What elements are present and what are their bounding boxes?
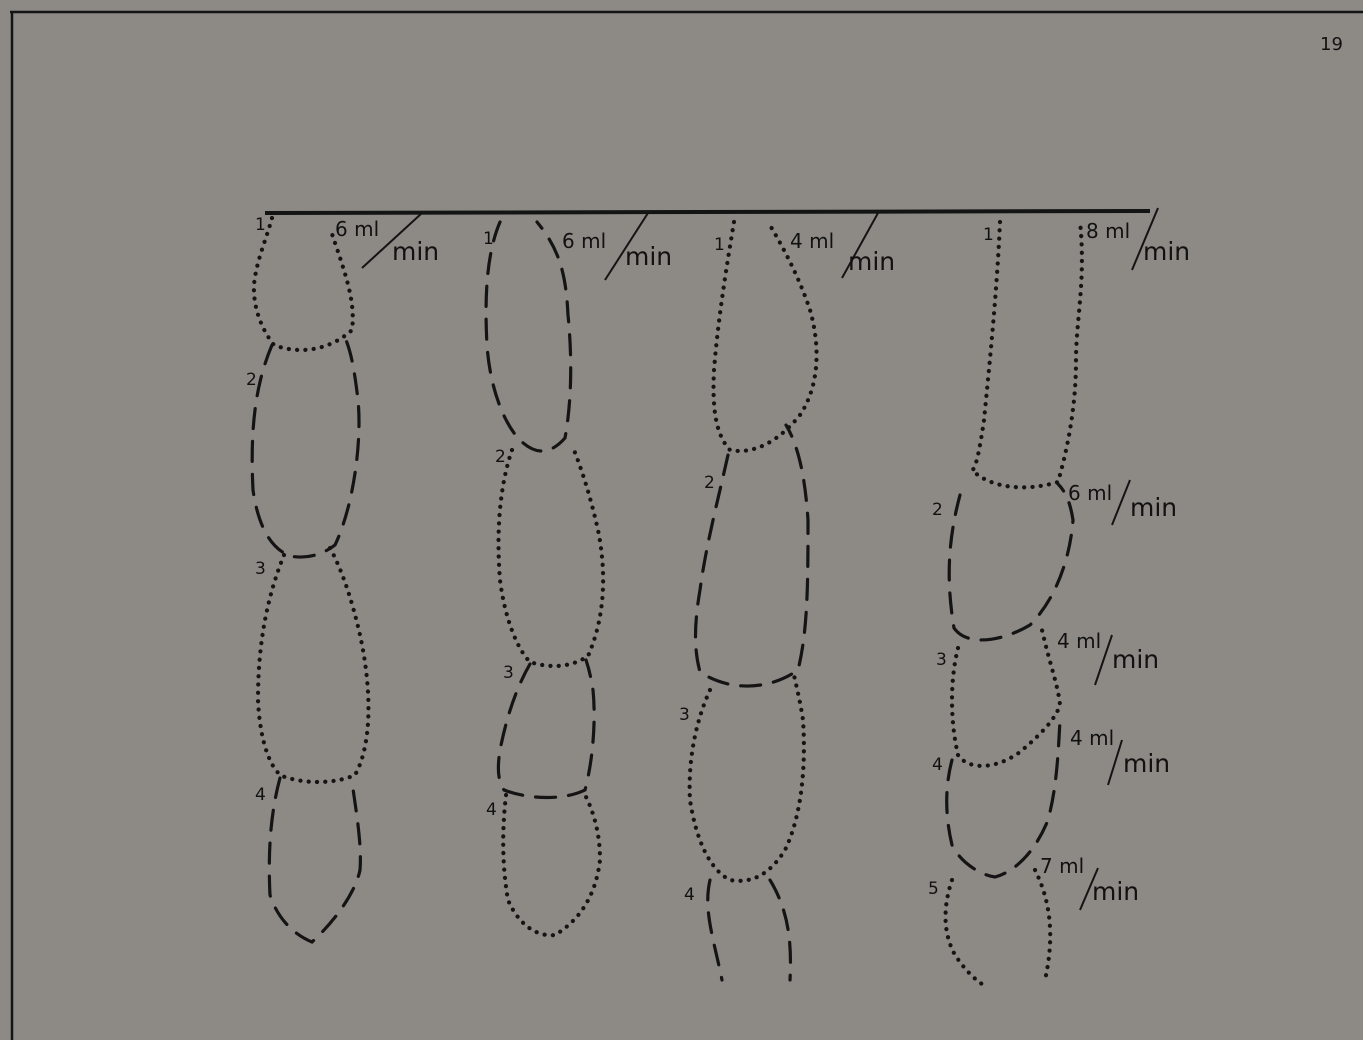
column-4-segment-2 [949, 484, 1073, 640]
column-2: 1 2 3 4 6 ml min [483, 213, 672, 935]
column-3-segment-4 [708, 880, 722, 980]
column-4-rate-5-unit: min [1092, 877, 1139, 906]
column-4-segment-3 [952, 630, 1060, 766]
column-3: 1 2 3 4 4 ml min [679, 213, 895, 980]
column-2-label-3: 3 [503, 663, 514, 683]
column-1-segment-4 [269, 778, 360, 942]
column-4: 1 2 3 4 5 8 ml min 6 ml min 4 ml min 4 m… [928, 208, 1190, 986]
column-1-label-1: 1 [255, 215, 266, 235]
column-4-label-1: 1 [983, 225, 994, 245]
column-4-rate-1-value: 8 ml [1086, 219, 1130, 243]
column-3-label-3: 3 [679, 705, 690, 725]
column-4-rate-4-value: 4 ml [1070, 726, 1114, 750]
column-1-segment-2 [252, 340, 359, 557]
column-3-label-2: 2 [704, 473, 715, 493]
column-2-label-4: 4 [486, 800, 497, 820]
column-2-rate-value: 6 ml [562, 229, 606, 253]
page-number: 19 [1320, 34, 1343, 55]
column-4-rate-3-unit: min [1112, 645, 1159, 674]
column-3-label-1: 1 [714, 235, 725, 255]
column-2-segment-4 [503, 793, 600, 935]
column-4-segment-5-right [1035, 870, 1050, 980]
column-4-rate-5-value: 7 ml [1040, 854, 1084, 878]
column-1: 1 2 3 4 6 ml min [246, 213, 439, 942]
column-1-label-4: 4 [255, 785, 266, 805]
column-4-rate-4-unit: min [1123, 749, 1170, 778]
column-3-rate-value: 4 ml [790, 229, 834, 253]
column-1-label-2: 2 [246, 370, 257, 390]
column-2-label-1: 1 [483, 229, 494, 249]
column-4-rate-2-unit: min [1130, 493, 1177, 522]
column-2-segment-2 [499, 445, 604, 666]
column-1-rate-value: 6 ml [335, 217, 379, 241]
column-4-label-5: 5 [928, 879, 939, 899]
column-4-label-4: 4 [932, 755, 943, 775]
column-4-rate-2-value: 6 ml [1068, 481, 1112, 505]
column-1-segment-3 [258, 548, 368, 782]
column-3-segment-2 [696, 425, 809, 686]
top-baseline [265, 211, 1150, 213]
column-4-segment-1 [972, 222, 1082, 487]
column-4-rate-2-slash [1112, 480, 1130, 525]
column-1-label-3: 3 [255, 559, 266, 579]
column-3-rate-unit: min [848, 247, 895, 276]
column-4-label-3: 3 [936, 650, 947, 670]
column-3-segment-4-right [770, 880, 790, 980]
column-4-rate-3-value: 4 ml [1057, 629, 1101, 653]
column-4-segment-5 [946, 880, 985, 986]
column-3-label-4: 4 [684, 885, 695, 905]
column-3-segment-3 [690, 675, 804, 881]
column-1-rate-unit: min [392, 237, 439, 266]
column-2-rate-unit: min [625, 242, 672, 271]
column-4-label-2: 2 [932, 500, 943, 520]
column-4-rate-1-unit: min [1143, 237, 1190, 266]
column-2-label-2: 2 [495, 447, 506, 467]
column-2-segment-1 [486, 222, 571, 451]
column-3-segment-1 [714, 222, 817, 451]
